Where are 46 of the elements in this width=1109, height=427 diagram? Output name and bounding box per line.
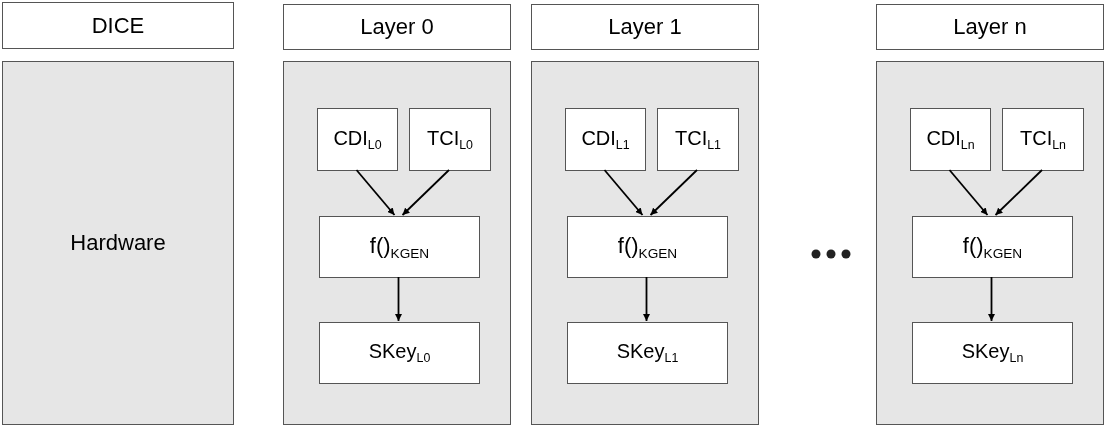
arrow (395, 276, 402, 322)
layer-header (283, 4, 511, 50)
box-label: CDI$_{Ln}$ (926, 126, 975, 153)
arrow (355, 169, 396, 216)
layer-panel (531, 61, 759, 425)
layer-title: Layer n (953, 14, 1027, 40)
box-label: f()$_{KGEN}$ (617, 233, 678, 261)
box-label: SKey$_{L1}$ (616, 340, 679, 366)
input-box (565, 108, 646, 171)
layer-title: Layer 1 (608, 14, 682, 40)
layer-header (531, 4, 759, 50)
arrow (948, 169, 989, 216)
panel-title: Hardware (70, 230, 166, 256)
input-box (910, 108, 991, 171)
function-box (567, 216, 728, 278)
box-label: SKey$_{L0}$ (368, 340, 431, 366)
layer-header (2, 2, 234, 49)
input-box (1002, 108, 1084, 171)
layer-header (876, 4, 1104, 50)
input-box (317, 108, 398, 171)
arrow (649, 169, 698, 216)
box-label: CDI$_{L1}$ (581, 126, 630, 153)
key-box (319, 322, 480, 384)
box-label: TCI$_{L0}$ (427, 126, 473, 153)
key-box (912, 322, 1073, 384)
layer-panel (876, 61, 1104, 425)
box-label: TCI$_{L1}$ (675, 126, 721, 153)
box-label: f()$_{KGEN}$ (962, 233, 1023, 261)
arrow (603, 169, 644, 216)
arrow (401, 169, 450, 216)
arrow (643, 276, 650, 322)
layer-title: Layer 0 (360, 14, 434, 40)
hardware-panel (2, 61, 234, 425)
function-box (319, 216, 480, 278)
box-label: TCI$_{Ln}$ (1020, 126, 1066, 153)
input-box (657, 108, 739, 171)
box-label: SKey$_{Ln}$ (961, 340, 1024, 366)
layer-panel (283, 61, 511, 425)
box-label: CDI$_{L0}$ (333, 126, 382, 153)
arrow (994, 169, 1043, 216)
function-box (912, 216, 1073, 278)
arrow (988, 276, 995, 322)
layer-title: DICE (91, 12, 145, 39)
input-box (409, 108, 491, 171)
key-box (567, 322, 728, 384)
box-label: f()$_{KGEN}$ (369, 233, 430, 261)
